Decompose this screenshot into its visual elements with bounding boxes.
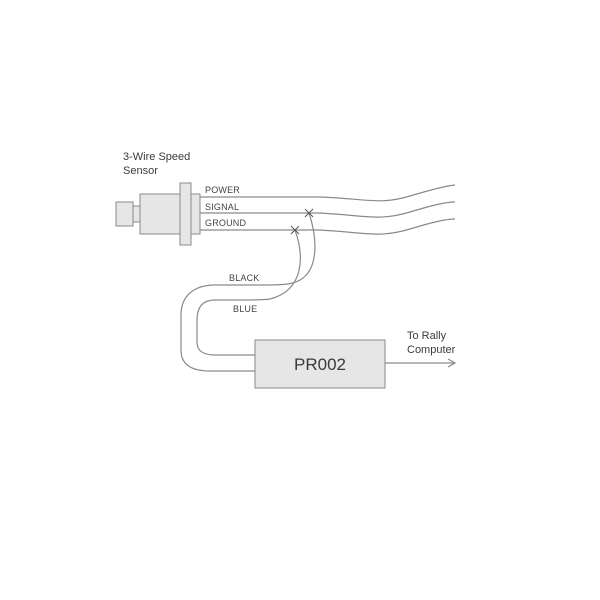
arrow-head-icon — [447, 358, 457, 368]
sensor-wires — [200, 184, 456, 235]
sensor-title-line1: 3-Wire Speed — [123, 151, 190, 163]
power-wire — [200, 184, 456, 202]
sensor-neck — [132, 205, 141, 223]
pr002-label: PR002 — [294, 355, 346, 374]
splice-marks — [290, 208, 314, 235]
signal-wire — [200, 201, 456, 218]
black-label: BLACK — [229, 273, 260, 283]
output-label-line1: To Rally — [407, 330, 447, 342]
sensor-body — [139, 193, 181, 235]
speed-sensor — [115, 182, 201, 246]
sensor-flange — [179, 182, 192, 246]
ground-label: GROUND — [205, 218, 246, 228]
signal-label: SIGNAL — [205, 202, 239, 212]
ground-wire — [200, 218, 456, 235]
pr002-module — [254, 339, 386, 389]
sensor-tip — [115, 201, 134, 227]
signal-splice-x-icon — [304, 208, 314, 218]
loop-wires — [180, 212, 316, 372]
sensor-back-plate — [190, 193, 201, 235]
ground-splice-x-icon — [290, 225, 300, 235]
sensor-title-line2: Sensor — [123, 165, 158, 177]
black-wire — [180, 212, 316, 372]
blue-wire — [196, 229, 301, 356]
blue-label: BLUE — [233, 304, 257, 314]
power-label: POWER — [205, 185, 240, 195]
output-label-line2: Computer — [407, 344, 456, 356]
output-arrow — [385, 358, 457, 368]
